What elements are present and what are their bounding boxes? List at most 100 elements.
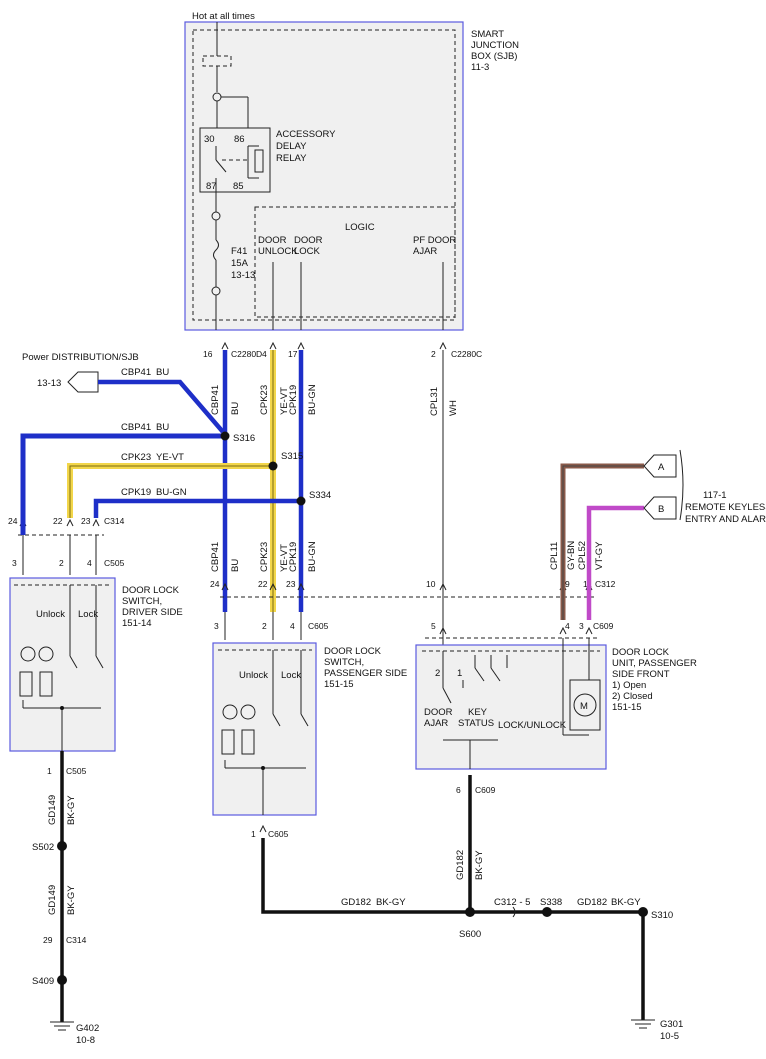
svg-text:22: 22 — [258, 579, 268, 589]
svg-text:BK-GY: BK-GY — [66, 885, 77, 915]
hot-label: Hot at all times — [192, 11, 255, 22]
power-distribution-connector — [67, 371, 99, 393]
svg-text:CPK19: CPK19 — [288, 385, 299, 415]
svg-text:B: B — [658, 504, 664, 515]
svg-text:C2280D: C2280D — [231, 349, 262, 359]
svg-text:VT-GY: VT-GY — [594, 541, 605, 570]
svg-text:GD149: GD149 — [47, 795, 58, 825]
svg-text:GD182: GD182 — [341, 897, 371, 908]
fuse-f41-label: F41 15A 13-13 — [231, 246, 255, 281]
svg-text:LOGIC: LOGIC — [345, 222, 375, 233]
svg-text:A: A — [658, 462, 665, 473]
svg-text:CPK23: CPK23 — [121, 452, 151, 463]
sjb-title: SMART JUNCTION BOX (SJB) 11-3 — [471, 29, 522, 73]
door-lock-unit-title: DOOR LOCK UNIT, PASSENGER SIDE FRONT 1) … — [612, 647, 699, 713]
svg-text:2: 2 — [59, 558, 64, 568]
svg-text:G301: G301 — [660, 1019, 683, 1030]
svg-text:4: 4 — [565, 621, 570, 631]
svg-text:BU: BU — [230, 559, 241, 572]
svg-text:CBP41: CBP41 — [121, 422, 151, 433]
relay-label: ACCESSORY DELAY RELAY — [276, 129, 338, 164]
svg-text:BU-GN: BU-GN — [156, 487, 187, 498]
svg-text:C312 - 5: C312 - 5 — [494, 897, 530, 908]
svg-text:G402: G402 — [76, 1023, 99, 1034]
svg-text:YE-VT: YE-VT — [156, 452, 184, 463]
svg-text:BU-GN: BU-GN — [307, 384, 318, 415]
svg-text:2: 2 — [431, 349, 436, 359]
svg-text:C609: C609 — [593, 621, 614, 631]
svg-text:S502: S502 — [32, 842, 54, 853]
svg-text:CBP41: CBP41 — [121, 367, 151, 378]
svg-text:4: 4 — [290, 621, 295, 631]
svg-text:CBP41: CBP41 — [210, 542, 221, 572]
svg-text:24: 24 — [8, 516, 18, 526]
svg-text:Lock: Lock — [78, 609, 98, 620]
sjb-inner — [192, 29, 456, 321]
svg-text:23: 23 — [81, 516, 91, 526]
svg-text:10-5: 10-5 — [660, 1031, 679, 1042]
svg-text:1: 1 — [251, 829, 256, 839]
svg-text:CPK23: CPK23 — [259, 542, 270, 572]
svg-text:C312: C312 — [595, 579, 616, 589]
logic-box — [254, 206, 456, 318]
passenger-switch-title: DOOR LOCK SWITCH, PASSENGER SIDE 151-15 — [324, 646, 410, 690]
passenger-door-lock-switch — [212, 642, 317, 816]
svg-text:4: 4 — [262, 349, 267, 359]
svg-text:S409: S409 — [32, 976, 54, 987]
svg-text:WH: WH — [448, 400, 459, 416]
svg-text:24: 24 — [210, 579, 220, 589]
svg-text:3: 3 — [12, 558, 17, 568]
svg-text:Unlock: Unlock — [36, 609, 65, 620]
sjb-box — [184, 21, 464, 331]
motor-symbol — [569, 679, 601, 731]
svg-text:C605: C605 — [308, 621, 329, 631]
svg-text:29: 29 — [43, 935, 53, 945]
svg-text:22: 22 — [53, 516, 63, 526]
driver-switch-title: DOOR LOCK SWITCH, DRIVER SIDE 151-14 — [122, 585, 185, 629]
svg-text:10: 10 — [426, 579, 436, 589]
svg-text:6: 6 — [456, 785, 461, 795]
svg-text:Unlock: Unlock — [239, 670, 268, 681]
svg-text:C505: C505 — [66, 766, 87, 776]
svg-text:86: 86 — [234, 134, 245, 145]
svg-text:1: 1 — [47, 766, 52, 776]
svg-text:S334: S334 — [309, 490, 331, 501]
svg-text:LOCK/UNLOCK: LOCK/UNLOCK — [498, 720, 567, 731]
svg-text:BK-GY: BK-GY — [611, 897, 641, 908]
svg-text:BU-GN: BU-GN — [307, 541, 318, 572]
svg-text:CPK19: CPK19 — [288, 542, 299, 572]
svg-text:Power DISTRIBUTION/SJB: Power DISTRIBUTION/SJB — [22, 352, 139, 363]
svg-text:BU: BU — [156, 422, 169, 433]
svg-text:Lock: Lock — [281, 670, 301, 681]
rke-title: 117-1 REMOTE KEYLESS ENTRY AND ALARM — [685, 490, 766, 525]
svg-text:3: 3 — [579, 621, 584, 631]
svg-text:YE-VT: YE-VT — [279, 387, 290, 415]
svg-text:M: M — [580, 701, 588, 712]
svg-text:C605: C605 — [268, 829, 289, 839]
svg-text:23: 23 — [286, 579, 296, 589]
rke-connector-a — [643, 454, 677, 478]
svg-text:CPK19: CPK19 — [121, 487, 151, 498]
svg-text:9: 9 — [565, 579, 570, 589]
accessory-delay-relay — [199, 127, 271, 193]
svg-text:CPK23: CPK23 — [259, 385, 270, 415]
svg-text:BU: BU — [156, 367, 169, 378]
svg-text:GD182: GD182 — [455, 850, 466, 880]
svg-text:CPL52: CPL52 — [577, 541, 588, 570]
svg-text:87: 87 — [206, 181, 217, 192]
svg-text:GY-BN: GY-BN — [566, 541, 577, 570]
svg-text:C609: C609 — [475, 785, 496, 795]
svg-text:S600: S600 — [459, 929, 481, 940]
svg-text:S310: S310 — [651, 910, 673, 921]
svg-text:C505: C505 — [104, 558, 125, 568]
svg-text:85: 85 — [233, 181, 244, 192]
svg-text:C314: C314 — [104, 516, 125, 526]
svg-text:17: 17 — [288, 349, 298, 359]
rke-connector-b — [643, 496, 677, 520]
svg-text:S338: S338 — [540, 897, 562, 908]
